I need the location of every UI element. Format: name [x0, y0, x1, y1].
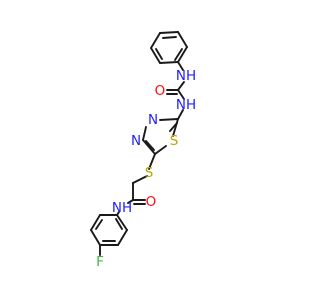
bond	[159, 31, 179, 34]
atom-f: F	[96, 254, 104, 270]
atom-n4-ring: N	[131, 133, 141, 149]
bonds	[90, 31, 188, 256]
bond	[177, 109, 184, 120]
bond	[177, 46, 188, 63]
bond	[127, 199, 134, 204]
atom-n3-ring: N	[148, 112, 158, 128]
atom-nh-urea-phenyl: NH	[176, 68, 196, 84]
atom-o-urea: O	[155, 83, 166, 99]
bond	[117, 229, 128, 246]
bond	[142, 139, 156, 155]
bond	[154, 145, 167, 155]
bond	[162, 36, 177, 39]
bond	[90, 214, 101, 231]
bond	[177, 81, 185, 91]
bond	[95, 219, 103, 230]
bond	[169, 122, 178, 132]
bond	[132, 175, 148, 184]
atom-nh-amide: NH	[112, 200, 132, 216]
atom-s-thioether: S	[145, 165, 154, 181]
bond	[90, 229, 101, 246]
atom-nh-urea-thiadiazole: NH	[176, 97, 196, 113]
bond	[177, 31, 188, 48]
bond	[177, 61, 184, 71]
bond	[115, 218, 123, 230]
bond	[116, 214, 128, 231]
bond	[177, 89, 185, 100]
atom-o-amide: O	[146, 194, 157, 210]
atom-labels: NH O NH N N S S O NH F	[96, 68, 196, 270]
bond	[172, 118, 179, 137]
bond	[155, 48, 163, 60]
bond	[174, 48, 183, 61]
bond	[142, 126, 147, 141]
chemical-structure: NH O NH N N S S O NH F	[90, 31, 196, 270]
bond	[159, 118, 179, 121]
atom-s1-ring: S	[170, 133, 179, 149]
bond	[159, 61, 179, 64]
bond	[148, 153, 156, 170]
bond	[150, 32, 161, 49]
bond	[150, 47, 161, 64]
bond	[145, 140, 155, 151]
